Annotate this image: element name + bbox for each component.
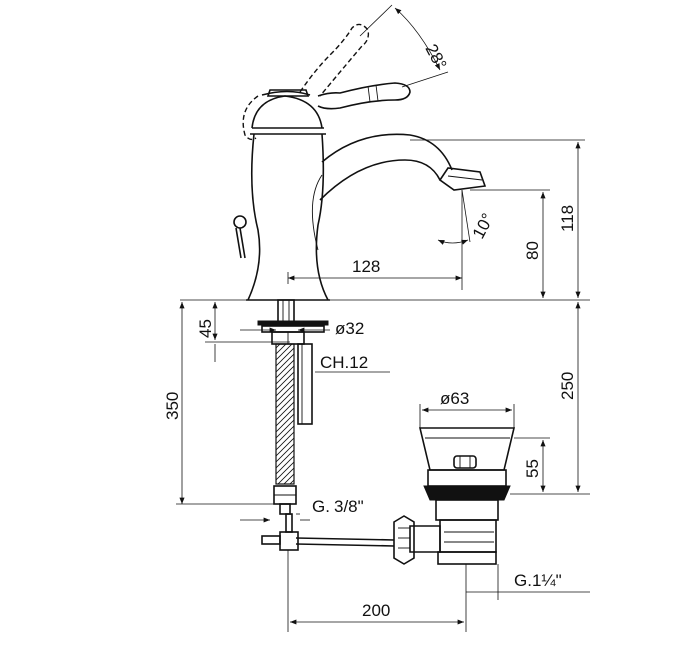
right-height-dimensions: 80 118 xyxy=(180,139,590,301)
lever-angle-label: 28° xyxy=(421,41,450,73)
spout-angle-dimension: 10° xyxy=(437,189,498,290)
faucet-body xyxy=(233,23,487,301)
height-45-label: 45 xyxy=(196,319,215,338)
diameter-63-label: ø63 xyxy=(440,389,469,408)
thread-g38-prefix: G. xyxy=(312,497,330,516)
width-200-dimension: 200 xyxy=(287,550,467,632)
width-200-label: 200 xyxy=(362,601,390,620)
deck-thickness-dimension: 45 xyxy=(196,302,290,362)
hex-ch-label: CH.12 xyxy=(320,353,368,372)
height-350-dimension: 350 xyxy=(163,302,275,505)
height-118-label: 118 xyxy=(558,205,577,232)
spout-reach-label: 128 xyxy=(352,257,380,276)
waste-assembly xyxy=(261,427,516,565)
thread-g114-label: G.1¼" xyxy=(514,571,562,590)
thread-g38-fraction: 3/8" xyxy=(334,497,364,516)
height-250-label: 250 xyxy=(558,372,577,400)
height-250-dimension: 250 xyxy=(558,302,581,492)
flange-diameter-dimension: ø63 xyxy=(419,389,515,428)
spout-reach-dimension: 128 xyxy=(287,257,462,284)
height-350-label: 350 xyxy=(163,392,182,420)
thread-g114-dimension: G.1¼" xyxy=(465,564,590,600)
shank-diameter-dimension: ø32 xyxy=(240,319,364,338)
diameter-32-label: ø32 xyxy=(335,319,364,338)
height-55-dimension: 55 xyxy=(510,437,590,495)
mounting-assembly: G. 3/8" xyxy=(240,299,364,523)
spout-angle-label: 10° xyxy=(469,210,498,242)
height-80-label: 80 xyxy=(523,241,542,260)
hex-size-dimension: CH.12 xyxy=(311,350,390,420)
height-55-label: 55 xyxy=(523,459,542,478)
lever-angle-dimension: 28° xyxy=(359,4,450,88)
